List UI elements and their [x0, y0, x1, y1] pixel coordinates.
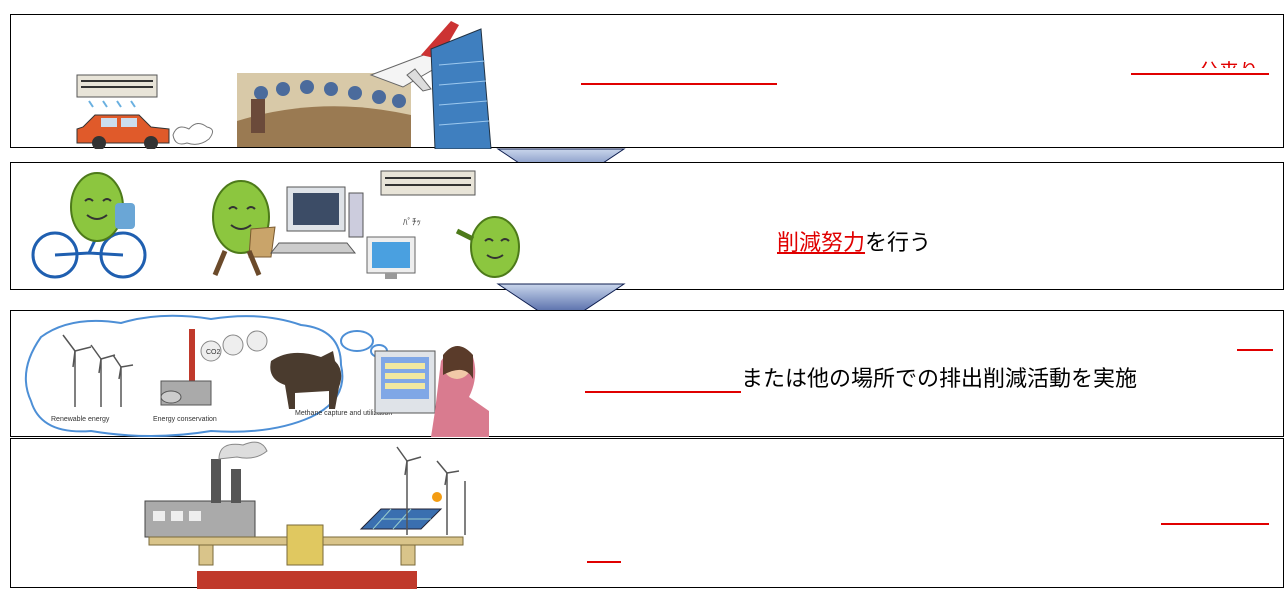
red-underline — [1131, 73, 1269, 75]
red-underline — [1237, 349, 1273, 351]
cloud-label-renewable: Renewable energy — [51, 416, 110, 423]
emphasis-text: 削減努力 — [777, 231, 866, 256]
step-panel-4 — [10, 438, 1284, 589]
step-panel-3: Renewable energy CO2 Energy conservation… — [10, 310, 1284, 437]
computer-user-icon — [374, 346, 489, 437]
desktop-computer-icon — [269, 186, 364, 254]
step-panel-2: ﾊﾟﾁｯ 削減努力を行う — [10, 162, 1284, 290]
red-underline — [585, 391, 741, 393]
clipped-red-text: 分来り — [1199, 59, 1259, 83]
meeting-room-icon — [237, 73, 411, 147]
reduction-effort-illustration: ﾊﾟﾁｯ — [31, 170, 520, 279]
factory-icon — [144, 441, 268, 538]
cow-icon — [270, 351, 342, 409]
red-underline — [1161, 523, 1269, 525]
wind-turbine-icon — [62, 334, 134, 407]
solar-panel-icon — [359, 492, 443, 530]
bean-character-icon — [212, 180, 276, 276]
co2-label: CO2 — [206, 349, 221, 356]
carbon-offset-balance-illustration — [144, 441, 466, 589]
red-underline — [587, 561, 621, 563]
skyscraper-icon — [430, 28, 492, 149]
emission-sources-illustration — [76, 21, 492, 149]
step-2-text: 削減努力を行う — [777, 225, 931, 257]
red-underline — [581, 83, 777, 85]
bicycle-icon — [31, 221, 147, 279]
body-text: を行う — [865, 231, 932, 256]
air-conditioner-icon — [76, 74, 158, 108]
car-icon — [76, 114, 213, 149]
step-3-text: または他の場所での排出削減活動を実施 — [741, 367, 1138, 392]
step-panel-1: 分来り — [10, 14, 1284, 149]
down-arrow-icon — [496, 283, 626, 327]
power-plant-icon: CO2 — [160, 329, 268, 406]
monitor-icon — [366, 236, 416, 279]
air-conditioner-icon — [380, 170, 476, 196]
cloud-label-conservation: Energy conservation — [153, 416, 217, 423]
wind-turbine-icon — [396, 446, 466, 535]
cloud-label-methane: Methane capture and utilization — [295, 410, 392, 417]
speech-text: ﾊﾟﾁｯ — [403, 217, 421, 228]
bean-character-icon — [70, 172, 135, 242]
offset-activities-illustration: Renewable energy CO2 Energy conservation… — [24, 314, 489, 437]
bean-character-icon — [455, 216, 520, 278]
